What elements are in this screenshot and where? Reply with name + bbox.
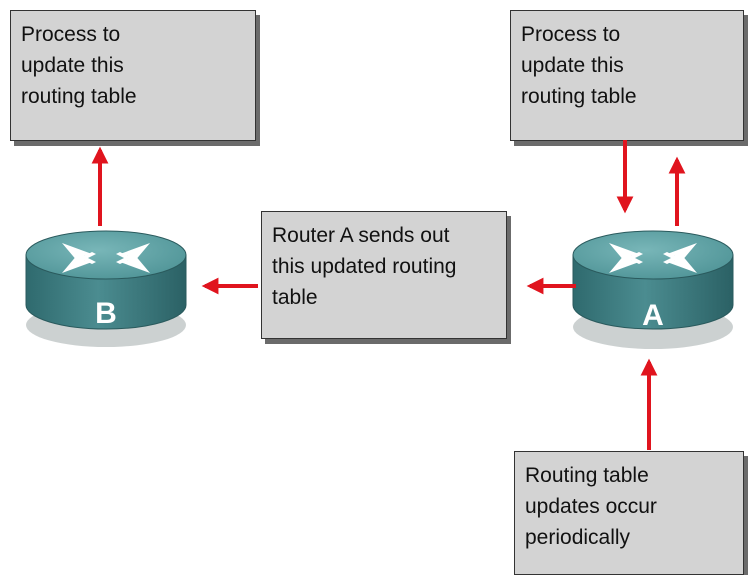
process-box-router-b: Process to update this routing table <box>10 10 256 141</box>
router-a-sends-box: Router A sends out this updated routing … <box>261 211 507 339</box>
periodic-updates-box: Routing table updates occur periodically <box>514 451 744 575</box>
router-a-label: A <box>642 299 664 332</box>
router-b-icon: B <box>25 230 187 347</box>
process-box-router-a: Process to update this routing table <box>510 10 744 141</box>
router-b-label: B <box>95 297 117 330</box>
router-a-icon: A <box>572 230 734 349</box>
